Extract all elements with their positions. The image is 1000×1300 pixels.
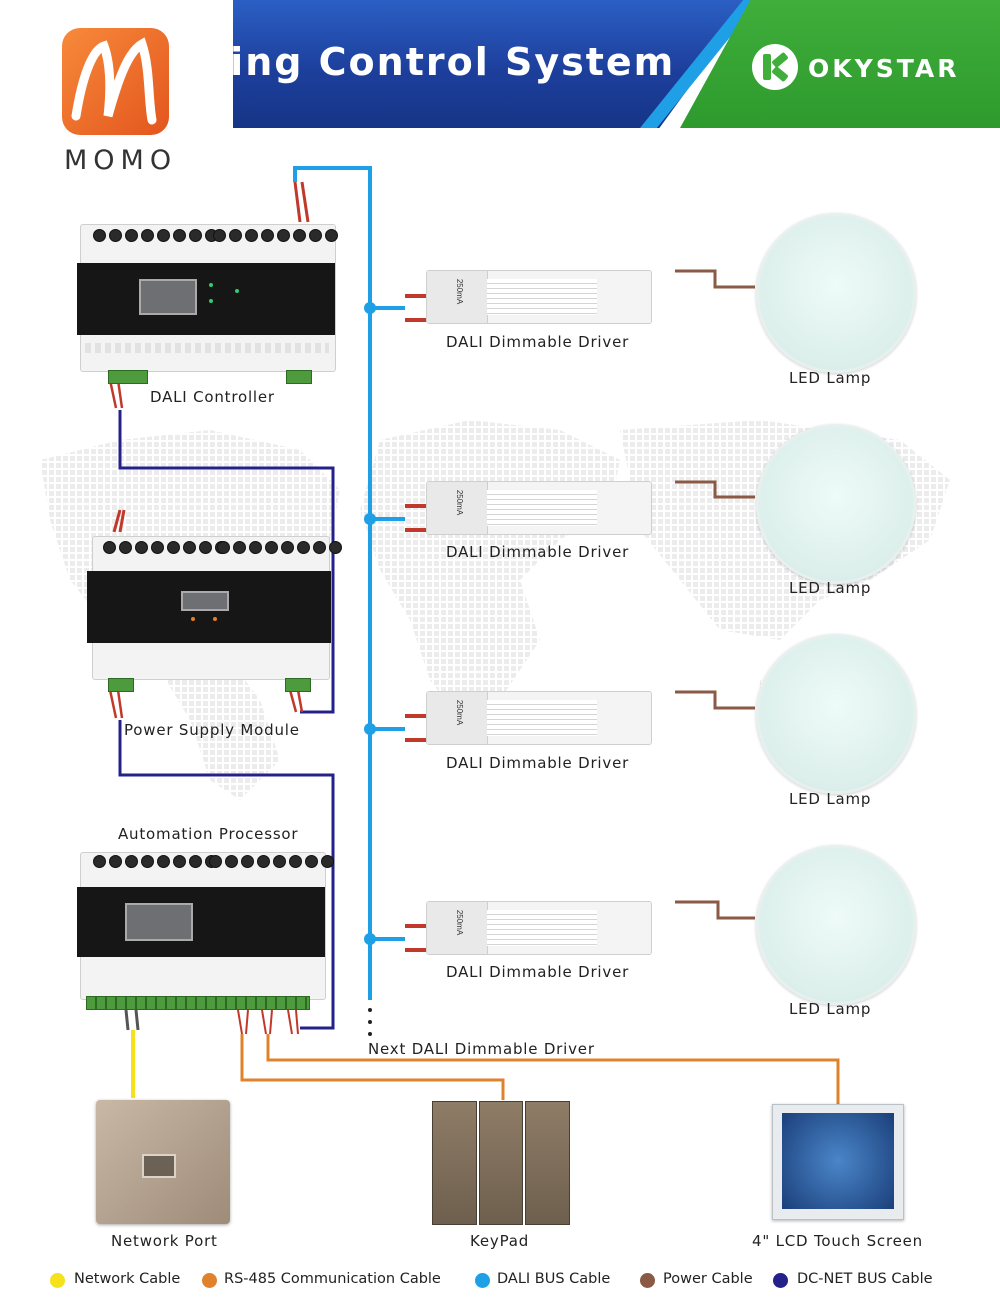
- legend-dcnet-bus-cable: DC-NET BUS Cable: [797, 1271, 933, 1287]
- brand-name: OKYSTAR: [808, 54, 960, 83]
- dali-driver-4: 250mA: [426, 901, 652, 955]
- automation-processor-label: Automation Processor: [118, 825, 299, 843]
- legend-network-cable: Network Cable: [74, 1271, 181, 1287]
- processor-terminal-row: [86, 996, 310, 1010]
- led-lamp-1: [756, 213, 916, 373]
- okystar-logo-icon: [752, 44, 798, 90]
- legend-dali-bus-cable: DALI BUS Cable: [497, 1271, 611, 1287]
- legend-power-cable: Power Cable: [663, 1271, 753, 1287]
- lamp-label: LED Lamp: [789, 790, 872, 808]
- keypad-label: KeyPad: [470, 1232, 530, 1250]
- dali-driver-3: 250mA: [426, 691, 652, 745]
- dali-controller-label: DALI Controller: [150, 388, 275, 406]
- driver-label: DALI Dimmable Driver: [446, 543, 630, 561]
- network-port-label: Network Port: [111, 1232, 218, 1250]
- power-supply-label: Power Supply Module: [124, 721, 300, 739]
- network-port-panel: [96, 1100, 230, 1224]
- rj45-port-icon: [142, 1154, 176, 1178]
- touch-screen-panel: [772, 1104, 904, 1220]
- page-title: ting Control System: [210, 40, 676, 84]
- automation-processor: [77, 852, 334, 1000]
- dali-driver-1: 250mA: [426, 270, 652, 324]
- led-lamp-2: [756, 424, 916, 584]
- legend-swatch-network: [50, 1273, 65, 1288]
- lamp-label: LED Lamp: [789, 1000, 872, 1018]
- led-lamp-4: [756, 845, 916, 1005]
- momo-logo-icon: [62, 28, 169, 135]
- next-driver-label: Next DALI Dimmable Driver: [368, 1040, 595, 1058]
- power-supply-module: [87, 536, 342, 680]
- touch-screen-label: 4" LCD Touch Screen: [752, 1232, 923, 1250]
- psu-terminal: [108, 678, 134, 692]
- legend-swatch-rs485: [202, 1273, 217, 1288]
- controller-terminal: [286, 370, 312, 384]
- momo-logo-text: MOMO: [64, 145, 178, 176]
- dali-controller: [77, 224, 338, 372]
- legend-swatch-dcnet: [773, 1273, 788, 1288]
- legend-swatch-power: [640, 1273, 655, 1288]
- led-lamp-3: [756, 634, 916, 794]
- driver-label: DALI Dimmable Driver: [446, 754, 630, 772]
- touch-screen-display: [782, 1113, 894, 1209]
- legend-rs485-cable: RS-485 Communication Cable: [224, 1271, 441, 1287]
- lamp-label: LED Lamp: [789, 579, 872, 597]
- legend-swatch-dali: [475, 1273, 490, 1288]
- keypad-panel: [432, 1101, 571, 1225]
- controller-terminal: [108, 370, 148, 384]
- psu-terminal: [285, 678, 311, 692]
- driver-label: DALI Dimmable Driver: [446, 963, 630, 981]
- lamp-label: LED Lamp: [789, 369, 872, 387]
- driver-label: DALI Dimmable Driver: [446, 333, 630, 351]
- dali-driver-2: 250mA: [426, 481, 652, 535]
